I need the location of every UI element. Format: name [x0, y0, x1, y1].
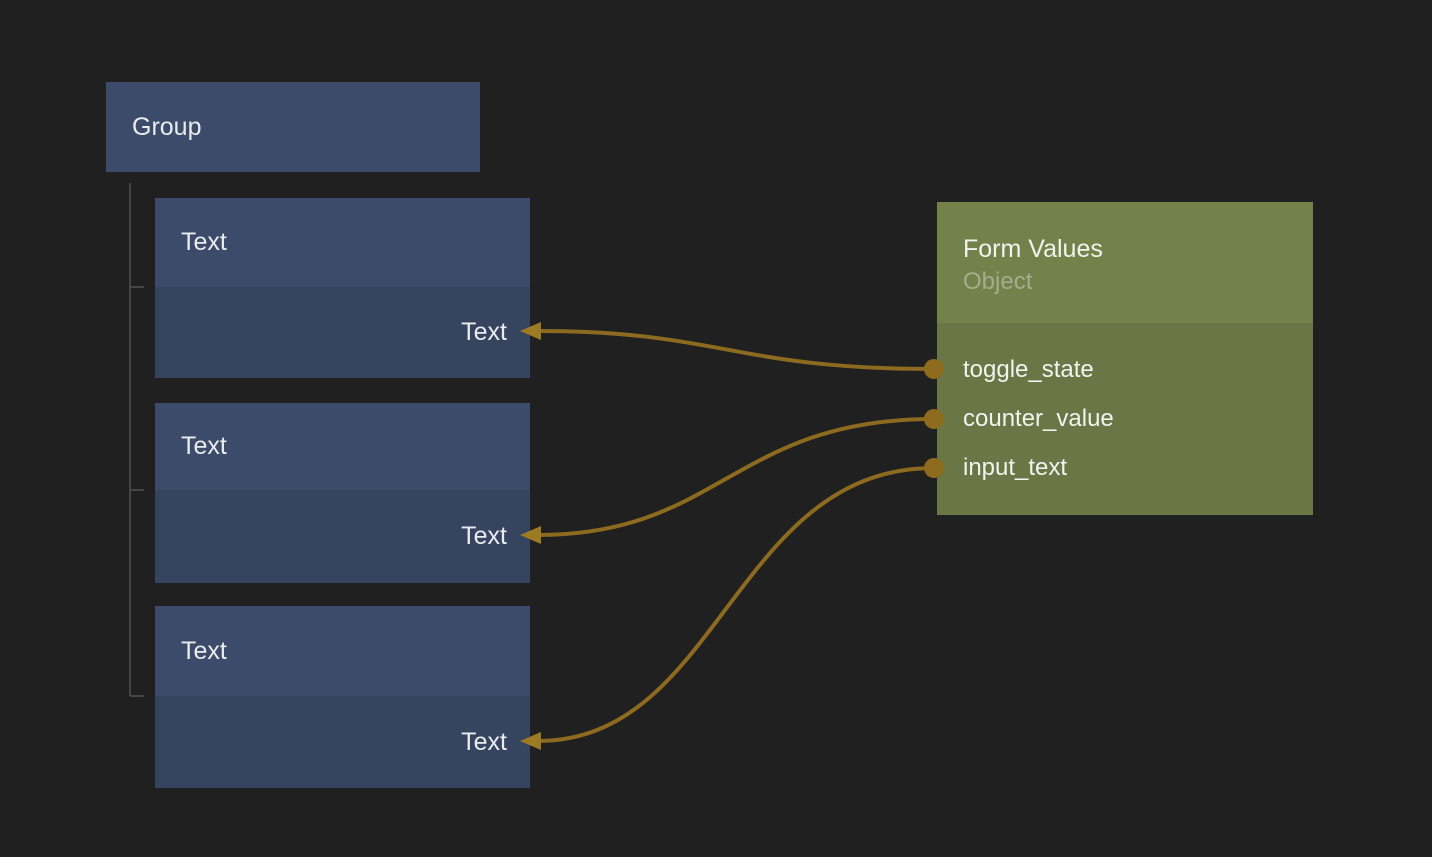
text-node-2-body: Text	[155, 490, 530, 583]
form-values-subtitle: Object	[963, 268, 1033, 295]
text-node-3-input-label: Text	[461, 727, 507, 756]
text-node-1-input-label: Text	[461, 318, 507, 346]
wire-counter_value	[537, 417, 935, 537]
text-node-3[interactable]: Text Text	[155, 606, 530, 788]
text-node-2-header: Text	[155, 403, 530, 490]
form-field-toggle-state-label: toggle_state	[963, 355, 1094, 383]
form-field-counter-value-label: counter_value	[963, 404, 1114, 432]
output-port-counter_value[interactable]	[924, 409, 944, 429]
text-node-1-title: Text	[181, 228, 227, 256]
group-node[interactable]: Group	[106, 82, 480, 172]
text-node-2-input-label: Text	[461, 522, 507, 550]
output-port-input_text[interactable]	[924, 458, 944, 478]
form-field-toggle-state: toggle_state	[937, 345, 1313, 394]
form-values-node[interactable]: Form Values Object toggle_state counter_…	[937, 202, 1313, 515]
text-node-2[interactable]: Text Text	[155, 403, 530, 583]
form-field-counter-value: counter_value	[937, 394, 1313, 443]
wire-input_text	[537, 466, 935, 743]
text-node-3-header: Text	[155, 606, 530, 696]
form-values-header: Form Values Object	[937, 202, 1313, 323]
text-node-1-body: Text	[155, 287, 530, 378]
form-values-title: Form Values	[963, 235, 1103, 263]
text-node-1[interactable]: Text Text	[155, 198, 530, 378]
form-values-body: toggle_state counter_value input_text	[937, 323, 1313, 515]
group-node-title: Group	[132, 112, 202, 141]
text-node-1-header: Text	[155, 198, 530, 287]
output-port-toggle_state[interactable]	[924, 359, 944, 379]
wire-toggle_state	[537, 329, 935, 371]
text-node-2-title: Text	[181, 432, 227, 460]
form-field-input-text: input_text	[937, 443, 1313, 492]
form-field-input-text-label: input_text	[963, 453, 1068, 481]
text-node-3-body: Text	[155, 696, 530, 788]
text-node-3-title: Text	[181, 636, 227, 665]
